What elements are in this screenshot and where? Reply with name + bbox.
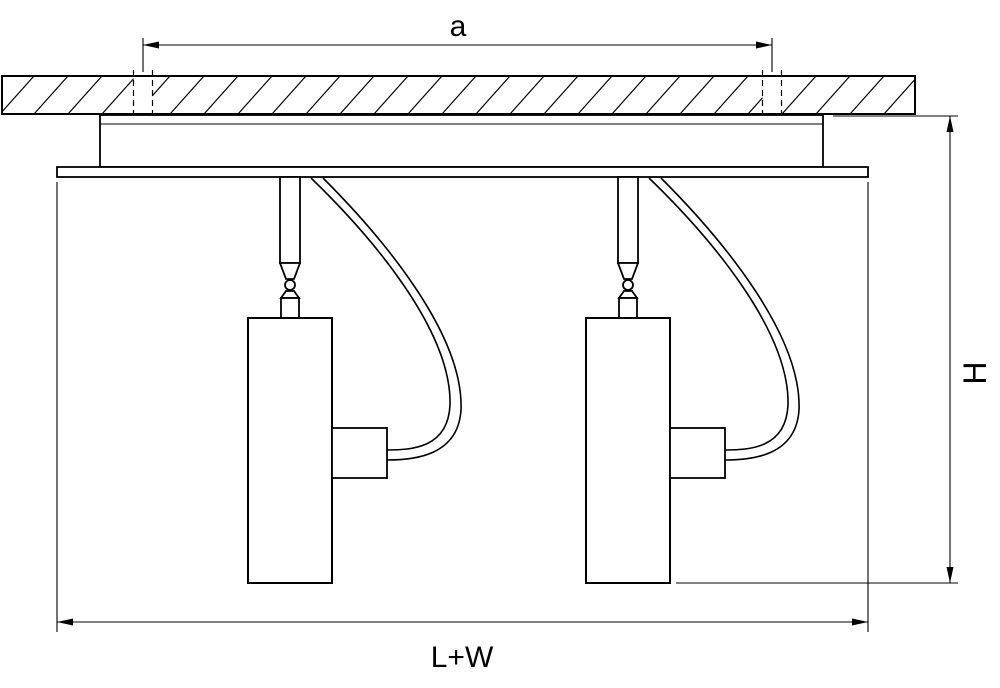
dimension-h-label: H — [957, 361, 993, 384]
cable-outer — [648, 177, 789, 451]
lamp-body — [585, 317, 671, 584]
arrowhead-top — [946, 116, 954, 132]
collar — [280, 297, 300, 319]
spotlight-left — [247, 176, 462, 584]
cable-outer — [310, 177, 451, 451]
lamp-body — [247, 317, 333, 584]
collar-taper — [617, 290, 639, 299]
dimension-h: H — [676, 115, 993, 584]
side-box — [331, 427, 388, 479]
ceiling-outline — [1, 75, 916, 115]
spotlight-right — [585, 176, 800, 584]
collar — [618, 297, 638, 319]
stem — [617, 176, 639, 264]
stem — [279, 176, 301, 264]
arrowhead-left — [57, 618, 73, 626]
stem-taper — [278, 262, 302, 280]
arrowhead-left — [143, 41, 159, 49]
mounting-plate — [56, 114, 869, 178]
stem-taper — [616, 262, 640, 280]
pivot-joint — [622, 279, 634, 291]
mounting-box — [99, 114, 824, 168]
dimension-a: a — [142, 10, 773, 72]
collar-taper — [279, 290, 301, 299]
dimension-lw-label: L+W — [431, 641, 494, 674]
cable-inner — [660, 177, 800, 461]
cover-plate — [56, 166, 869, 178]
mounting-hole-gap-right — [762, 77, 782, 113]
pivot-joint — [284, 279, 296, 291]
ceiling-slab — [1, 70, 916, 124]
dimension-lw: L+W — [56, 182, 869, 674]
arrowhead-right — [852, 618, 868, 626]
cable-inner — [322, 177, 462, 461]
mounting-hole-gap-left — [133, 77, 153, 113]
arrowhead-bottom — [946, 567, 954, 583]
dimension-a-label: a — [450, 10, 467, 43]
side-box — [669, 427, 726, 479]
arrowhead-right — [756, 41, 772, 49]
